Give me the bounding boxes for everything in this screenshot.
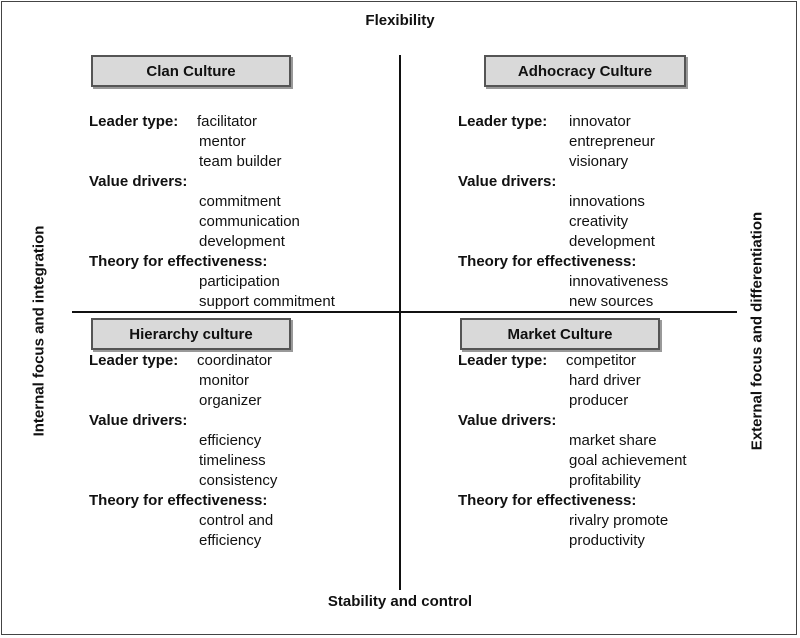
leader-type-item: coordinator [197, 352, 273, 369]
horizontal-axis-line [72, 311, 737, 313]
value-driver-item: goal achievement [569, 452, 687, 469]
value-driver-item: creativity [569, 213, 629, 230]
value-driver-item: market share [569, 432, 657, 449]
hierarchy-culture-title: Hierarchy culture [91, 318, 291, 350]
value-driver-item: development [199, 233, 285, 250]
axis-label-right: External focus and differentiation [748, 211, 766, 451]
theory-item: new sources [569, 293, 654, 310]
axis-label-top: Flexibility [365, 12, 435, 29]
axis-label-left: Internal focus and integration [30, 225, 48, 437]
value-drivers-label: Value drivers: [458, 173, 557, 190]
leader-type-item: entrepreneur [569, 133, 655, 150]
theory-item: support commitment [199, 293, 335, 310]
theory-item: control and [199, 512, 274, 529]
market-culture-title: Market Culture [460, 318, 660, 350]
axis-label-bottom: Stability and control [327, 593, 473, 610]
vertical-axis-line [399, 55, 401, 590]
value-drivers-label: Value drivers: [89, 412, 188, 429]
value-drivers-label: Value drivers: [458, 412, 557, 429]
leader-type-item: organizer [199, 392, 262, 409]
theory-label: Theory for effectiveness: [89, 492, 268, 509]
adhocracy-culture-title: Adhocracy Culture [484, 55, 686, 87]
value-driver-item: innovations [569, 193, 645, 210]
value-driver-item: communication [199, 213, 300, 230]
leader-type-label: Leader type: [458, 352, 548, 369]
theory-item: productivity [569, 532, 645, 549]
theory-item: participation [199, 273, 280, 290]
theory-item: rivalry promote [569, 512, 669, 529]
leader-type-item: competitor [566, 352, 637, 369]
value-driver-item: profitability [569, 472, 641, 489]
leader-type-label: Leader type: [89, 352, 179, 369]
leader-type-label: Leader type: [458, 113, 548, 130]
value-driver-item: efficiency [199, 432, 262, 449]
theory-item: innovativeness [569, 273, 669, 290]
clan-culture-title: Clan Culture [91, 55, 291, 87]
leader-type-item: monitor [199, 372, 250, 389]
leader-type-item: team builder [199, 153, 282, 170]
value-driver-item: commitment [199, 193, 281, 210]
value-driver-item: consistency [199, 472, 278, 489]
value-driver-item: timeliness [199, 452, 266, 469]
theory-item: efficiency [199, 532, 262, 549]
leader-type-item: producer [569, 392, 629, 409]
leader-type-item: visionary [569, 153, 629, 170]
leader-type-item: innovator [569, 113, 631, 130]
leader-type-item: mentor [199, 133, 246, 150]
leader-type-label: Leader type: [89, 113, 179, 130]
leader-type-item: facilitator [197, 113, 258, 130]
theory-label: Theory for effectiveness: [458, 492, 637, 509]
theory-label: Theory for effectiveness: [89, 253, 268, 270]
value-driver-item: development [569, 233, 655, 250]
theory-label: Theory for effectiveness: [458, 253, 637, 270]
leader-type-item: hard driver [569, 372, 641, 389]
value-drivers-label: Value drivers: [89, 173, 188, 190]
